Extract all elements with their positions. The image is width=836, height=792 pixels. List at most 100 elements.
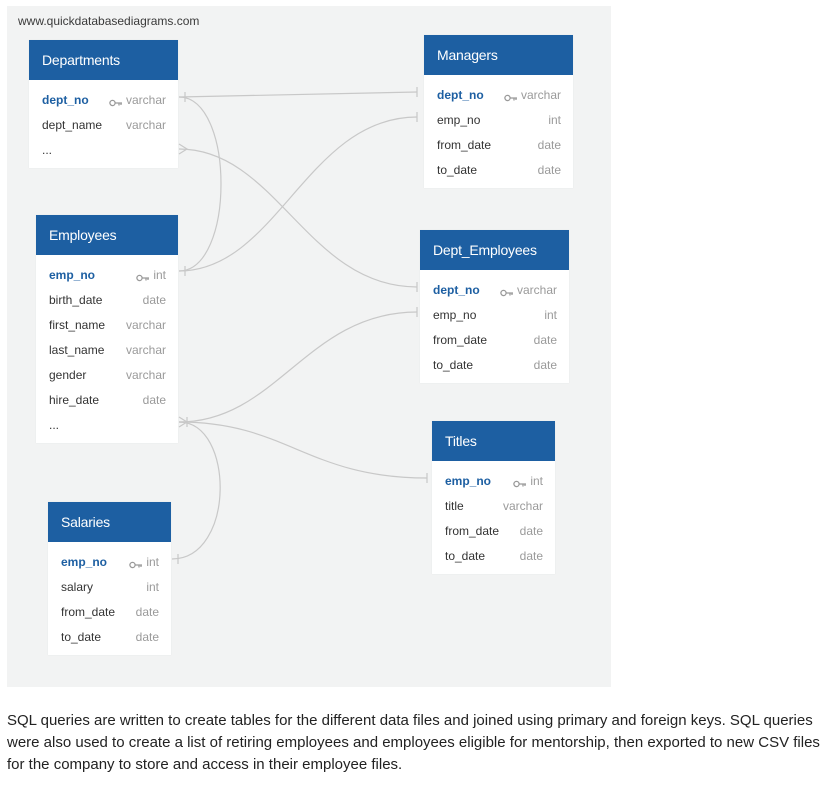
field-name: ...: [42, 143, 53, 157]
field-name: from_date: [61, 605, 116, 619]
field-name: to_date: [61, 630, 102, 644]
field-name: birth_date: [49, 293, 103, 307]
field-type-label: date: [533, 333, 557, 347]
field-name: dept_no: [437, 88, 484, 102]
field-type: int: [136, 268, 166, 282]
field-row: last_name varchar: [36, 337, 178, 362]
field-type: varchar: [109, 93, 166, 107]
field-type-label: date: [537, 138, 561, 152]
field-row: emp_no int: [36, 262, 178, 287]
field-type-label: int: [146, 580, 159, 594]
link-departments-managers: [178, 91, 418, 98]
key-icon: [513, 477, 527, 488]
field-type: date: [534, 333, 557, 347]
field-type: varchar: [126, 118, 166, 132]
field-name: to_date: [445, 549, 486, 563]
table-title: Salaries: [48, 502, 171, 542]
field-type-label: int: [146, 555, 159, 569]
field-name: from_date: [445, 524, 500, 538]
field-name: emp_no: [433, 308, 477, 322]
field-type: varchar: [504, 88, 561, 102]
field-type-label: varchar: [516, 283, 557, 297]
field-name: salary: [61, 580, 94, 594]
field-row: ...: [29, 137, 178, 162]
field-row: ...: [36, 412, 178, 437]
field-type-label: date: [135, 605, 159, 619]
field-row: hire_date date: [36, 387, 178, 412]
field-type-label: int: [153, 268, 166, 282]
table-title: Titles: [432, 421, 555, 461]
field-type: date: [143, 393, 166, 407]
link-employees-managers: [178, 116, 418, 272]
field-type-label: int: [530, 474, 543, 488]
field-name: ...: [49, 418, 60, 432]
field-type: varchar: [126, 368, 166, 382]
field-type-label: date: [519, 524, 543, 538]
field-row: from_date date: [432, 518, 555, 543]
field-row: gender varchar: [36, 362, 178, 387]
field-type: int: [544, 308, 557, 322]
field-type-label: date: [142, 393, 166, 407]
field-type-label: int: [548, 113, 561, 127]
field-type: date: [136, 605, 159, 619]
field-name: last_name: [49, 343, 105, 357]
field-type: int: [129, 555, 159, 569]
field-type: date: [520, 549, 543, 563]
field-row: first_name varchar: [36, 312, 178, 337]
field-row: title varchar: [432, 493, 555, 518]
link-employees-salaries: [171, 421, 221, 560]
field-type: int: [513, 474, 543, 488]
key-icon: [109, 96, 123, 107]
field-name: emp_no: [49, 268, 96, 282]
field-type-label: varchar: [502, 499, 543, 513]
field-type-label: varchar: [125, 118, 166, 132]
field-type: int: [548, 113, 561, 127]
relationship-connectors: [171, 87, 428, 564]
field-name: first_name: [49, 318, 106, 332]
field-name: emp_no: [445, 474, 492, 488]
field-type: date: [538, 163, 561, 177]
field-type: date: [520, 524, 543, 538]
field-type: varchar: [126, 318, 166, 332]
field-type-label: varchar: [520, 88, 561, 102]
field-name: emp_no: [437, 113, 481, 127]
field-name: gender: [49, 368, 87, 382]
key-icon: [500, 286, 514, 297]
field-row: emp_no int: [432, 468, 555, 493]
field-row: birth_date date: [36, 287, 178, 312]
field-type: date: [534, 358, 557, 372]
field-type-label: int: [544, 308, 557, 322]
field-name: title: [445, 499, 464, 513]
field-name: hire_date: [49, 393, 100, 407]
field-type: date: [538, 138, 561, 152]
field-type-label: date: [142, 293, 166, 307]
field-name: emp_no: [61, 555, 108, 569]
description-paragraph: SQL queries are written to create tables…: [7, 712, 820, 773]
table-title: Departments: [29, 40, 178, 80]
field-type-label: varchar: [125, 343, 166, 357]
table-title: Dept_Employees: [420, 230, 569, 270]
field-row: salary int: [48, 574, 171, 599]
field-type: varchar: [503, 499, 543, 513]
field-type-label: date: [533, 358, 557, 372]
field-type-label: date: [135, 630, 159, 644]
key-icon: [504, 91, 518, 102]
link-departments-dept-employees: [178, 148, 418, 288]
field-row: dept_no varchar: [424, 82, 573, 107]
